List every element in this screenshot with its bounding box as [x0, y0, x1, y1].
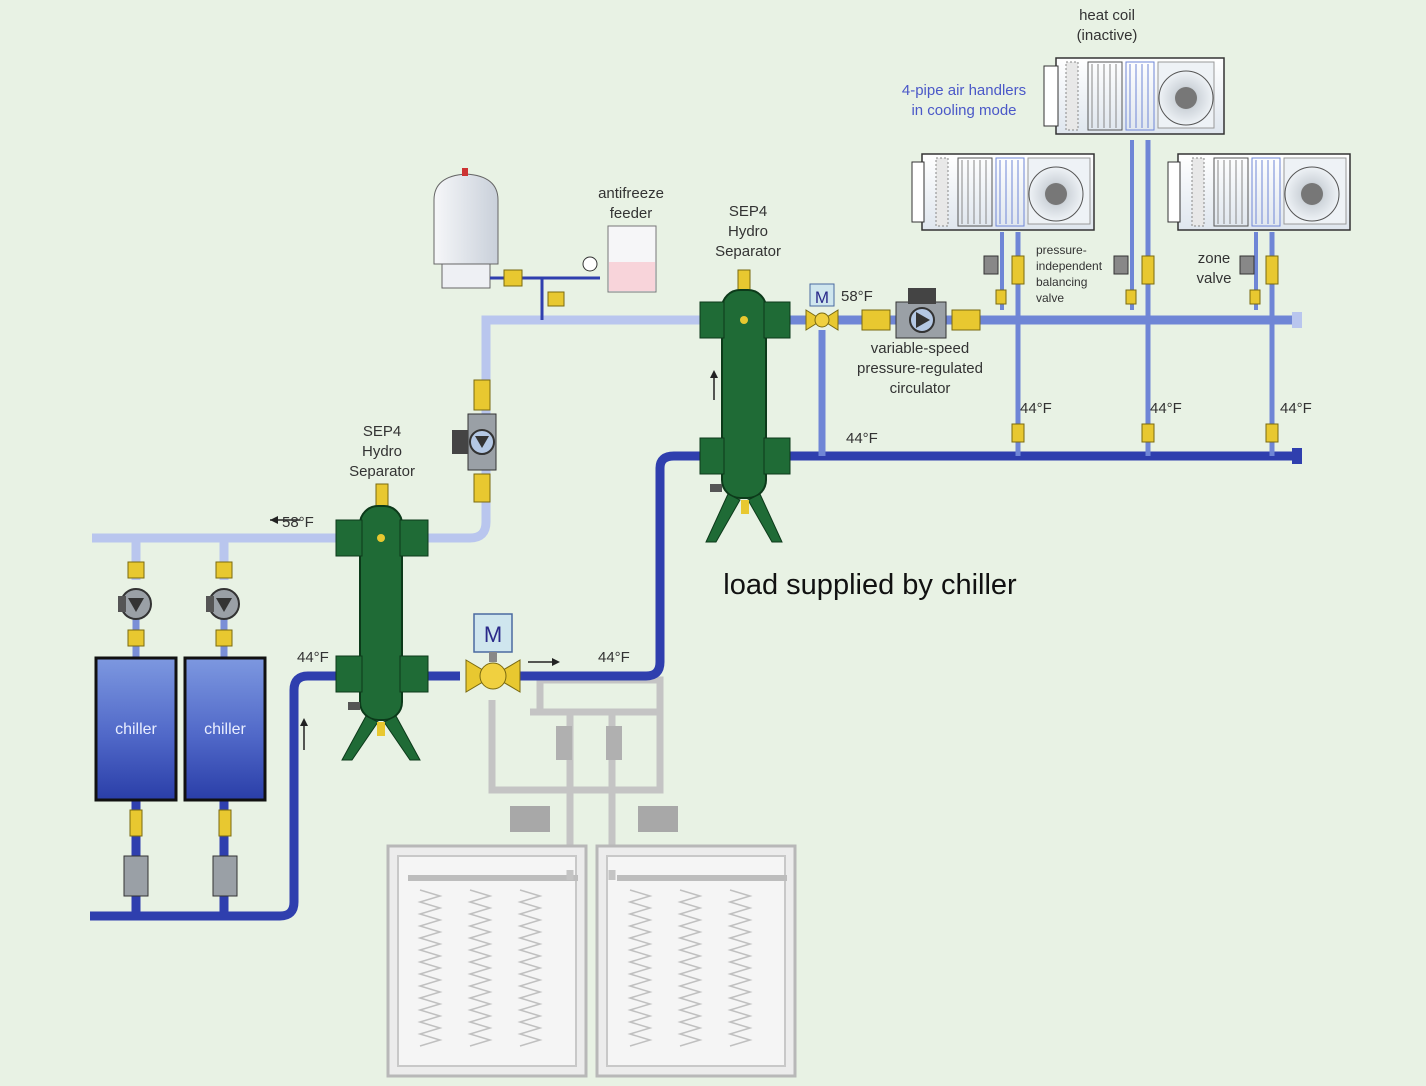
inactive-valve-actuator-icon	[510, 806, 550, 832]
pibv-label-line2: independent	[1036, 259, 1103, 273]
return-circulator-icon	[452, 379, 497, 503]
ball-valve-icon	[547, 291, 565, 307]
heat-coil-label-line2: (inactive)	[1077, 27, 1138, 44]
sep4-upper-label-line1: SEP4	[729, 203, 767, 220]
air-handlers-label-line1: 4-pipe air handlers	[902, 82, 1026, 99]
hydro-separator-upper-icon	[699, 269, 791, 543]
chiller-circulator-icon	[118, 561, 152, 647]
air-handler-icon	[911, 153, 1095, 231]
expansion-tank-icon	[433, 168, 499, 289]
temp-to-upper-separator: 44°F	[598, 649, 630, 666]
load-supplied-label: load supplied by chiller	[723, 569, 1017, 601]
zone-valve-label-line1: zone	[1198, 250, 1231, 267]
chiller-1-label: chiller	[115, 721, 157, 738]
distribution-piping	[786, 140, 1302, 464]
pibv-label-line3: balancing	[1036, 275, 1087, 289]
pressure-gauge-icon	[582, 256, 598, 272]
inactive-storage-section	[386, 676, 797, 1078]
pibv-label-line1: pressure-	[1036, 243, 1087, 257]
chiller-icon	[94, 656, 178, 802]
inactive-valve-actuator-icon	[638, 806, 678, 832]
temp-branch-2: 44°F	[1150, 400, 1182, 417]
air-handler-icon	[1043, 57, 1225, 135]
circulator-label-line1: variable-speed	[871, 340, 969, 357]
temp-main-supply: 44°F	[846, 430, 878, 447]
circulator-label-line3: circulator	[890, 380, 951, 397]
mixing-valve-upper-label: M	[815, 288, 829, 307]
pibv-label-line4: valve	[1036, 291, 1064, 305]
sep4-upper-label-line2: Hydro	[728, 223, 768, 240]
temp-upper-return: 58°F	[841, 288, 873, 305]
air-handlers-label-line2: in cooling mode	[911, 102, 1016, 119]
heat-coil-label-line1: heat coil	[1079, 7, 1135, 24]
mixing-valve-lower-label: M	[484, 622, 502, 647]
sep4-lower-label-line2: Hydro	[362, 443, 402, 460]
antifreeze-label-line1: antifreeze	[598, 185, 664, 202]
antifreeze-feeder-icon	[607, 225, 657, 293]
chiller-isolation-valve-icon	[123, 809, 238, 897]
temp-branch-3: 44°F	[1280, 400, 1312, 417]
chiller-circulator-icon	[206, 561, 240, 647]
variable-speed-circulator-icon	[861, 288, 981, 339]
chiller-icon	[183, 656, 267, 802]
temp-chiller-supply: 44°F	[297, 649, 329, 666]
ball-valve-icon	[503, 269, 523, 287]
sep4-lower-label-line3: Separator	[349, 463, 415, 480]
chiller-loop: chiller chiller	[90, 315, 700, 921]
sep4-lower-label-line1: SEP4	[363, 423, 401, 440]
chiller-2-label: chiller	[204, 721, 246, 738]
air-handler-icon	[1167, 153, 1351, 231]
circulator-label-line2: pressure-regulated	[857, 360, 983, 377]
sep4-upper-label-line3: Separator	[715, 243, 781, 260]
zone-valve-label-line2: valve	[1196, 270, 1231, 287]
zone-valves	[983, 255, 1279, 305]
antifreeze-label-line2: feeder	[610, 205, 653, 222]
mixing-valve-upper-icon: M	[805, 283, 839, 331]
mixing-valve-lower-icon: M	[465, 613, 521, 693]
temp-lower-return: 58°F	[282, 514, 314, 531]
temp-branch-1: 44°F	[1020, 400, 1052, 417]
hydro-separator-lower-icon	[335, 483, 429, 761]
